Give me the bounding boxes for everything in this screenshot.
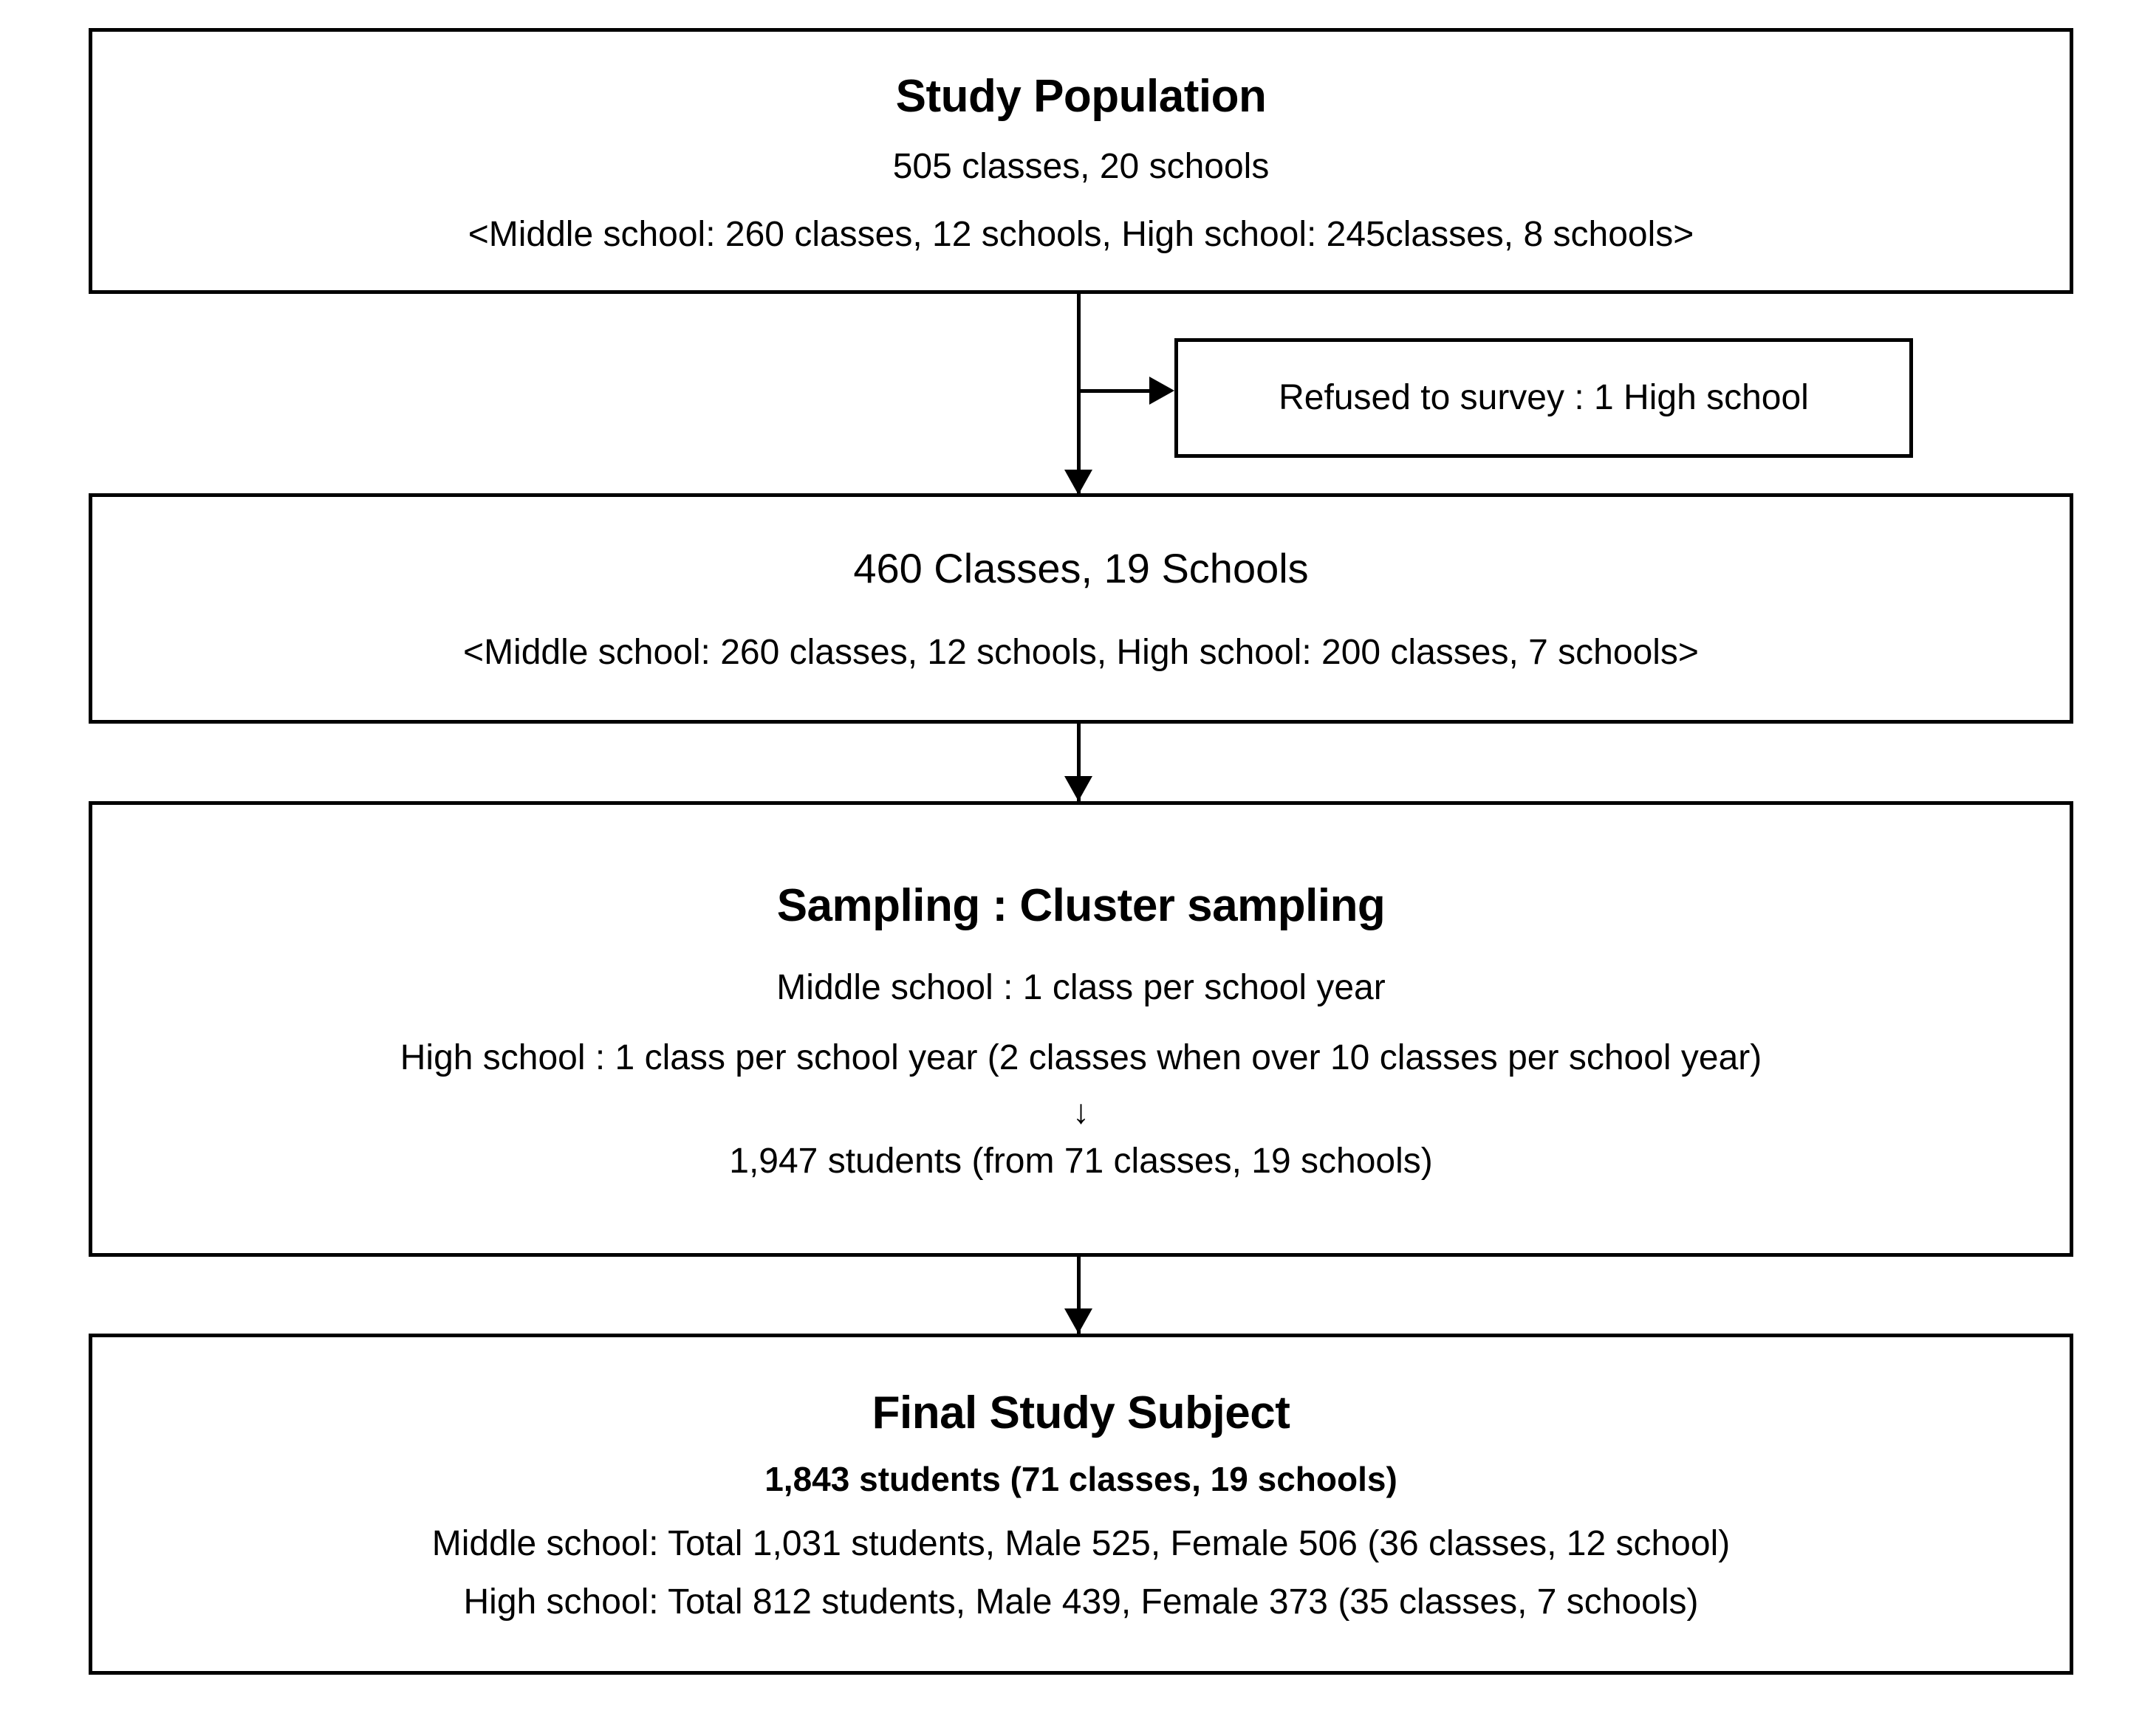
- box-sampling: Sampling : Cluster sampling Middle schoo…: [89, 801, 2073, 1257]
- connector-line-horizontal-refused: [1077, 389, 1157, 393]
- box-study-population-title: Study Population: [895, 70, 1267, 122]
- box-final-study-subject: Final Study Subject 1,843 students (71 c…: [89, 1334, 2073, 1675]
- arrowhead-down-to-sampling: [1064, 776, 1092, 801]
- box-sampling-line-4: 1,947 students (from 71 classes, 19 scho…: [729, 1141, 1433, 1181]
- box-study-population: Study Population 505 classes, 20 schools…: [89, 28, 2073, 294]
- arrowhead-right-refused: [1149, 377, 1174, 405]
- connector-line-vertical-1: [1077, 294, 1081, 495]
- box-sampling-line-1: Middle school : 1 class per school year: [776, 967, 1386, 1007]
- box-refused-to-survey: Refused to survey : 1 High school: [1174, 338, 1913, 458]
- box-study-population-line-2: <Middle school: 260 classes, 12 schools,…: [468, 214, 1694, 254]
- box-sampling-title: Sampling : Cluster sampling: [776, 879, 1386, 931]
- box-remaining-classes-line-2: <Middle school: 260 classes, 12 schools,…: [463, 632, 1699, 672]
- box-sampling-line-2: High school : 1 class per school year (2…: [400, 1038, 1762, 1078]
- box-study-population-line-1: 505 classes, 20 schools: [892, 146, 1270, 186]
- box-remaining-classes: 460 Classes, 19 Schools <Middle school: …: [89, 493, 2073, 724]
- down-arrow-icon: ↓: [1072, 1091, 1089, 1131]
- box-final-study-subject-line-2: Middle school: Total 1,031 students, Mal…: [431, 1523, 1731, 1563]
- connector-line-vertical-3: [1077, 1257, 1081, 1334]
- box-remaining-classes-line-1: 460 Classes, 19 Schools: [853, 544, 1309, 591]
- box-refused-to-survey-line-1: Refused to survey : 1 High school: [1279, 378, 1809, 418]
- arrowhead-down-to-final: [1064, 1308, 1092, 1334]
- connector-line-vertical-2: [1077, 724, 1081, 801]
- box-final-study-subject-line-3: High school: Total 812 students, Male 43…: [463, 1582, 1699, 1622]
- box-final-study-subject-title: Final Study Subject: [872, 1387, 1290, 1439]
- box-final-study-subject-line-1: 1,843 students (71 classes, 19 schools): [764, 1460, 1397, 1499]
- arrowhead-down-to-remaining: [1064, 470, 1092, 495]
